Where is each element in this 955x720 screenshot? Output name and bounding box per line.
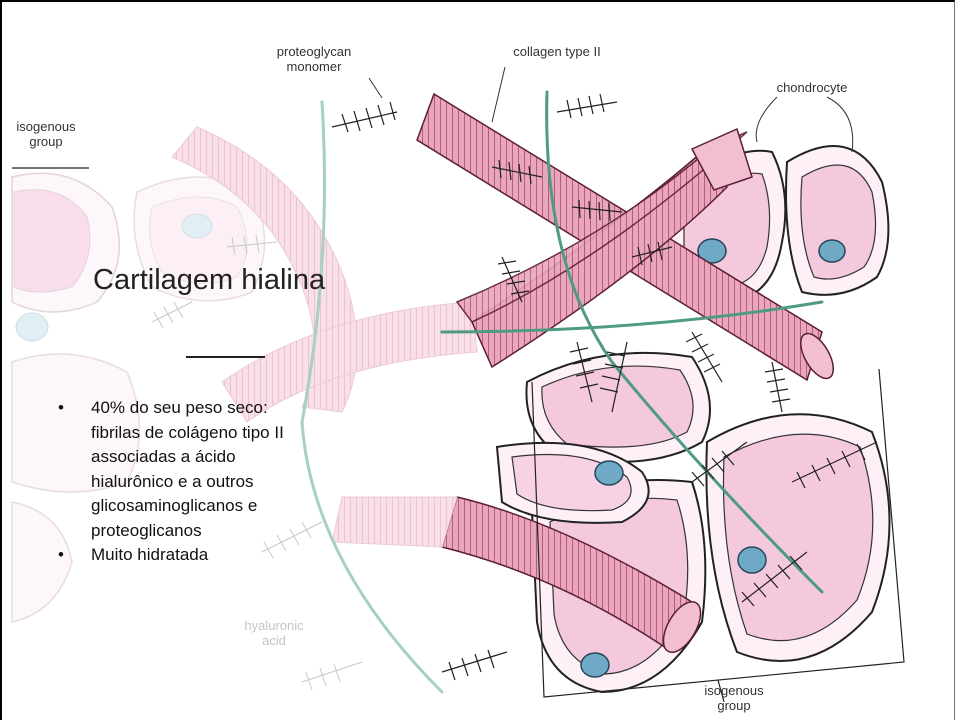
bullet-item: • 40% do seu peso seco: fibrilas de colá… xyxy=(58,396,308,543)
nucleus xyxy=(595,461,623,485)
label-collagen-type-ii: collagen type II xyxy=(482,44,632,59)
label-hyaluronic-acid: hyaluronic acid xyxy=(234,618,314,648)
nucleus xyxy=(581,653,609,677)
label-isogenous-group-bottom: isogenous group xyxy=(694,683,774,713)
bullet-text: Muito hidratada xyxy=(91,545,208,564)
slide-title: Cartilagem hialina xyxy=(93,264,325,297)
label-proteoglycan-monomer: proteoglycan monomer xyxy=(254,44,374,74)
nucleus xyxy=(738,547,766,573)
label-chondrocyte: chondrocyte xyxy=(757,80,867,95)
nucleus xyxy=(819,240,845,262)
bullet-item: • Muito hidratada xyxy=(58,543,308,568)
bullet-marker: • xyxy=(58,543,64,568)
title-underline xyxy=(186,356,265,358)
bullet-text: 40% do seu peso seco: fibrilas de coláge… xyxy=(91,398,284,540)
bullet-marker: • xyxy=(58,396,64,421)
label-isogenous-group-top: isogenous group xyxy=(6,119,86,149)
bullet-list: • 40% do seu peso seco: fibrilas de colá… xyxy=(58,396,308,568)
